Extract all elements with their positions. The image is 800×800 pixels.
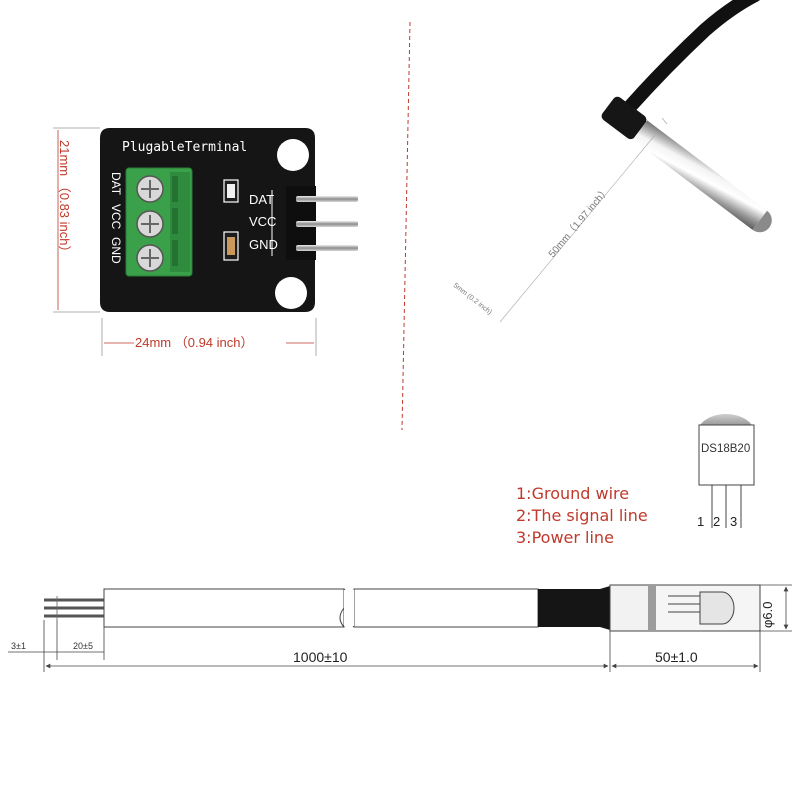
terminal-label-dat: DAT [109,172,123,196]
module-width-dimension: 24mm （0.94 inch） [101,318,317,356]
probe-photo [601,0,772,233]
mount-hole-top [277,139,309,171]
diameter-label: φ6.0 [760,601,775,628]
wire-legend: 1:Ground wire 2:The signal line 3:Power … [516,483,648,549]
pin-label-dat: DAT [249,192,274,207]
chip-pin-1: 1 [697,514,704,529]
screw-1 [136,175,164,203]
chip-symbol: DS18B20 1 2 3 [697,413,755,529]
cable-drawing [44,584,761,632]
mount-hole-bottom [275,277,307,309]
strip-length-label: 3±1 [11,641,26,651]
legend-signal: 2:The signal line [516,506,648,525]
chip-name: DS18B20 [701,443,750,455]
probe-diameter-dimension: 5mm (0.2 inch) [452,282,493,316]
board-title: PlugableTerminal [122,140,247,155]
probe-length-dimension: 50mm（1.97 inch） [499,117,668,323]
probe-length-dim-label: 50±1.0 [655,649,698,665]
terminal-label-vcc: VCC [109,204,123,230]
cable-dimensions: 3±1 20±5 1000±10 50±1.0 φ6.0 [8,584,792,672]
legend-power: 3:Power line [516,528,614,547]
module-width-label: 24mm （0.94 inch） [135,335,254,350]
chip-pin-2: 2 [713,514,720,529]
screw-2 [136,210,164,238]
module-height-dimension: 21mm （0.83 inch） [53,127,100,313]
pin-label-gnd: GND [249,237,278,252]
tinned-length-label: 20±5 [73,641,93,651]
terminal-label-gnd: GND [109,237,123,264]
legend-ground: 1:Ground wire [516,484,630,503]
divider-line [401,21,411,431]
module-board: PlugableTerminal DAT VCC GND [100,128,358,312]
smd-capacitor [223,231,239,261]
module-height-label: 21mm （0.83 inch） [57,140,72,259]
probe-diameter-label: 5mm (0.2 inch) [452,282,493,316]
header-pins [286,186,358,260]
screw-3 [136,244,164,272]
smd-resistor [223,179,239,203]
terminal-block [125,167,193,277]
probe-length-label: 50mm（1.97 inch） [546,185,612,260]
cable-length-label: 1000±10 [293,649,348,665]
chip-pin-3: 3 [730,514,737,529]
pin-label-vcc: VCC [249,214,276,229]
